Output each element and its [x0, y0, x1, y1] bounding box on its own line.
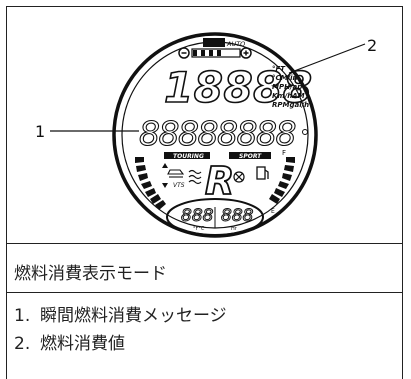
gear-indicator: R — [205, 159, 234, 203]
water-temp-icon — [188, 169, 202, 185]
sport-label: SPORT — [239, 153, 262, 160]
trim-bar — [191, 48, 241, 58]
main-digits: 18888 — [164, 63, 313, 112]
fuel-bar-graph — [269, 157, 295, 204]
legend-item-2: 2. 燃料消費値 — [7, 330, 402, 358]
unit-label-1: °CM/in — [272, 74, 298, 82]
left-bar-graph — [135, 157, 166, 210]
lower-display-oval — [166, 198, 264, 236]
propeller-icon — [233, 171, 245, 183]
callout-2-line — [288, 43, 366, 74]
legend-list: 1. 瞬間燃料消費メッセージ 2. 燃料消費値 — [7, 302, 402, 358]
sport-bar — [229, 152, 271, 159]
unit-label-2: MPH/ap — [272, 83, 302, 91]
vts-icon — [167, 169, 185, 178]
legend-item-1: 1. 瞬間燃料消費メッセージ — [7, 302, 402, 330]
message-segment-row: 88888888 — [139, 114, 295, 153]
legend-text-1: 瞬間燃料消費メッセージ — [40, 306, 227, 326]
callout-1-number: 1 — [35, 122, 45, 141]
minus-icon — [178, 47, 190, 59]
fuel-pump-icon — [256, 166, 269, 180]
touring-label: TOURING — [173, 153, 204, 160]
fuel-empty-label: E — [271, 208, 275, 215]
caption-text: 燃料消費表示モード — [14, 264, 167, 284]
figure-frame: AUTO 18888 °FT °CM/in MPH/ap Km/hAM RPMg… — [6, 6, 403, 379]
unit-label-4: RPMgal/h — [272, 101, 309, 109]
vts-label: VTS — [173, 182, 185, 189]
caption-box: 燃料消費表示モード — [7, 243, 402, 293]
unit-label-0: °FT — [272, 65, 286, 73]
brand-logo-icon — [203, 38, 225, 47]
auto-label: AUTO — [226, 40, 245, 48]
left-small-digits: 888 — [181, 206, 214, 226]
fuel-full-label: F — [282, 149, 286, 157]
legend-number-2: 2. — [14, 334, 31, 354]
left-small-unit: °F°C — [193, 226, 205, 232]
callout-2-number: 2 — [367, 36, 377, 55]
right-small-unit: Hr — [231, 226, 238, 232]
legend-text-2: 燃料消費値 — [40, 334, 125, 354]
right-small-digits: 888 — [221, 206, 254, 226]
unit-label-3: Km/hAM — [272, 92, 305, 100]
gauge-figure: AUTO 18888 °FT °CM/in MPH/ap Km/hAM RPMg… — [7, 7, 402, 243]
legend-number-1: 1. — [14, 306, 31, 326]
touring-bar — [164, 152, 210, 159]
plus-icon — [240, 47, 252, 59]
gauge-illustration: AUTO 18888 °FT °CM/in MPH/ap Km/hAM RPMg… — [35, 32, 377, 238]
